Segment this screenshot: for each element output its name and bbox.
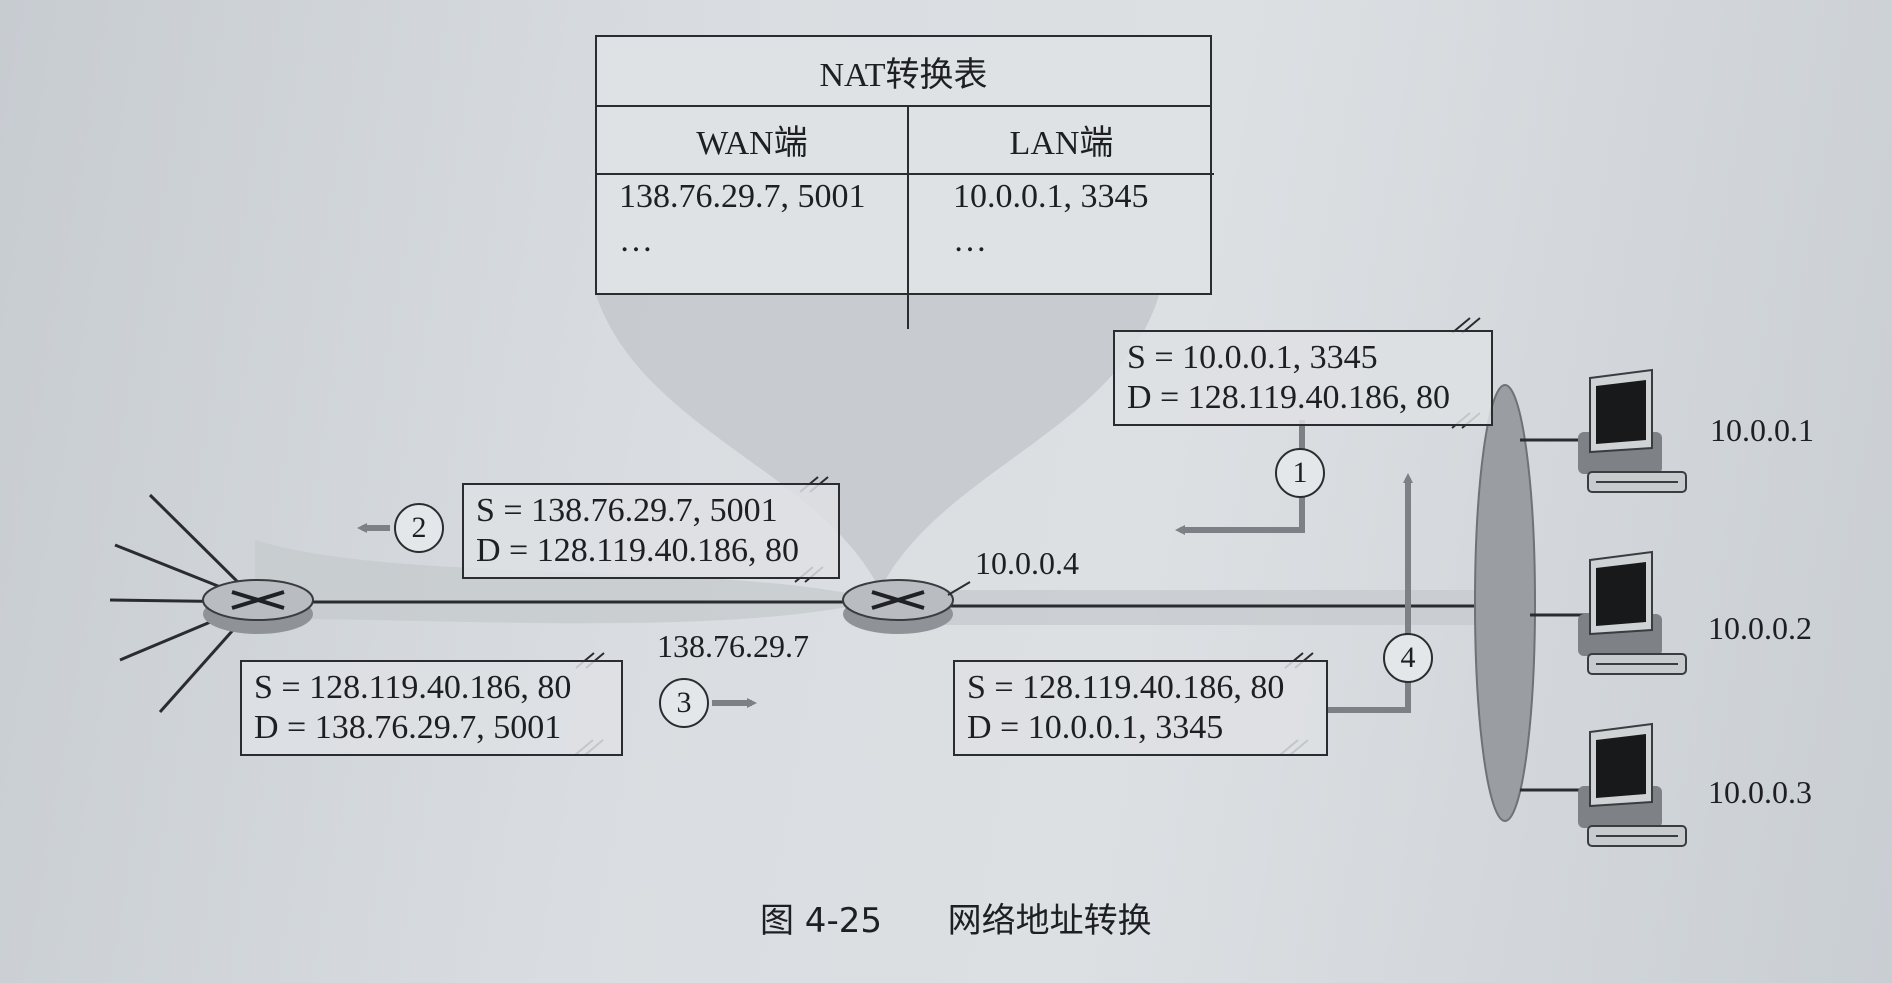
packet-2: S = 138.76.29.7, 5001 D = 128.119.40.186… bbox=[462, 483, 840, 579]
packet-3-dest: D = 138.76.29.7, 5001 bbox=[254, 709, 562, 746]
nat-wan-cell: 138.76.29.7, 5001 … bbox=[597, 175, 866, 263]
step-2-marker: 2 bbox=[394, 503, 444, 553]
nat-lan-header: LAN端 bbox=[909, 105, 1214, 175]
router-lan-ip: 10.0.0.4 bbox=[975, 545, 1079, 581]
nat-lan-value: 10.0.0.1, 3345 bbox=[953, 178, 1149, 215]
step-3-marker: 3 bbox=[659, 678, 709, 728]
nat-router-icon bbox=[842, 579, 954, 634]
nat-wan-value: 138.76.29.7, 5001 bbox=[619, 178, 866, 215]
nat-funnel bbox=[595, 292, 1160, 590]
nat-wan-more: … bbox=[619, 222, 653, 259]
nat-column-divider bbox=[907, 105, 909, 329]
figure-title: 网络地址转换 bbox=[947, 901, 1152, 941]
nat-wan-header: WAN端 bbox=[597, 105, 907, 175]
packet-4-dest: D = 10.0.0.1, 3345 bbox=[967, 709, 1224, 746]
host-ip-3: 10.0.0.3 bbox=[1708, 774, 1812, 810]
packet-4: S = 128.119.40.186, 80 D = 10.0.0.1, 334… bbox=[953, 660, 1328, 756]
nat-lan-cell: 10.0.0.1, 3345 … bbox=[931, 175, 1149, 263]
computer-icon-1 bbox=[1578, 368, 1687, 493]
packet-2-source: S = 138.76.29.7, 5001 bbox=[476, 492, 778, 529]
computer-icon-2 bbox=[1578, 550, 1687, 675]
figure-number: 图 4-25 bbox=[760, 901, 882, 941]
lan-segment bbox=[1474, 384, 1536, 822]
step-4-marker: 4 bbox=[1383, 633, 1433, 683]
packet-1-dest: D = 128.119.40.186, 80 bbox=[1127, 379, 1450, 416]
internet-router-icon bbox=[202, 579, 314, 634]
figure-caption: 图 4-25 网络地址转换 bbox=[760, 893, 1152, 942]
packet-1-source: S = 10.0.0.1, 3345 bbox=[1127, 339, 1378, 376]
host-ip-2: 10.0.0.2 bbox=[1708, 610, 1812, 646]
host-ip-1: 10.0.0.1 bbox=[1710, 412, 1814, 448]
step-1-marker: 1 bbox=[1275, 448, 1325, 498]
nat-table: NAT转换表 WAN端 LAN端 138.76.29.7, 5001 … 10.… bbox=[595, 35, 1214, 329]
packet-1: S = 10.0.0.1, 3345 D = 128.119.40.186, 8… bbox=[1113, 330, 1493, 426]
nat-lan-more: … bbox=[953, 222, 987, 259]
packet-3: S = 128.119.40.186, 80 D = 138.76.29.7, … bbox=[240, 660, 623, 756]
packet-3-source: S = 128.119.40.186, 80 bbox=[254, 669, 572, 706]
router-wan-ip: 138.76.29.7 bbox=[657, 628, 809, 664]
lan-ip-pointer bbox=[947, 581, 971, 596]
packet-4-source: S = 128.119.40.186, 80 bbox=[967, 669, 1285, 706]
nat-table-title: NAT转换表 bbox=[597, 37, 1210, 107]
packet-2-dest: D = 128.119.40.186, 80 bbox=[476, 532, 799, 569]
computer-icon-3 bbox=[1578, 722, 1687, 847]
